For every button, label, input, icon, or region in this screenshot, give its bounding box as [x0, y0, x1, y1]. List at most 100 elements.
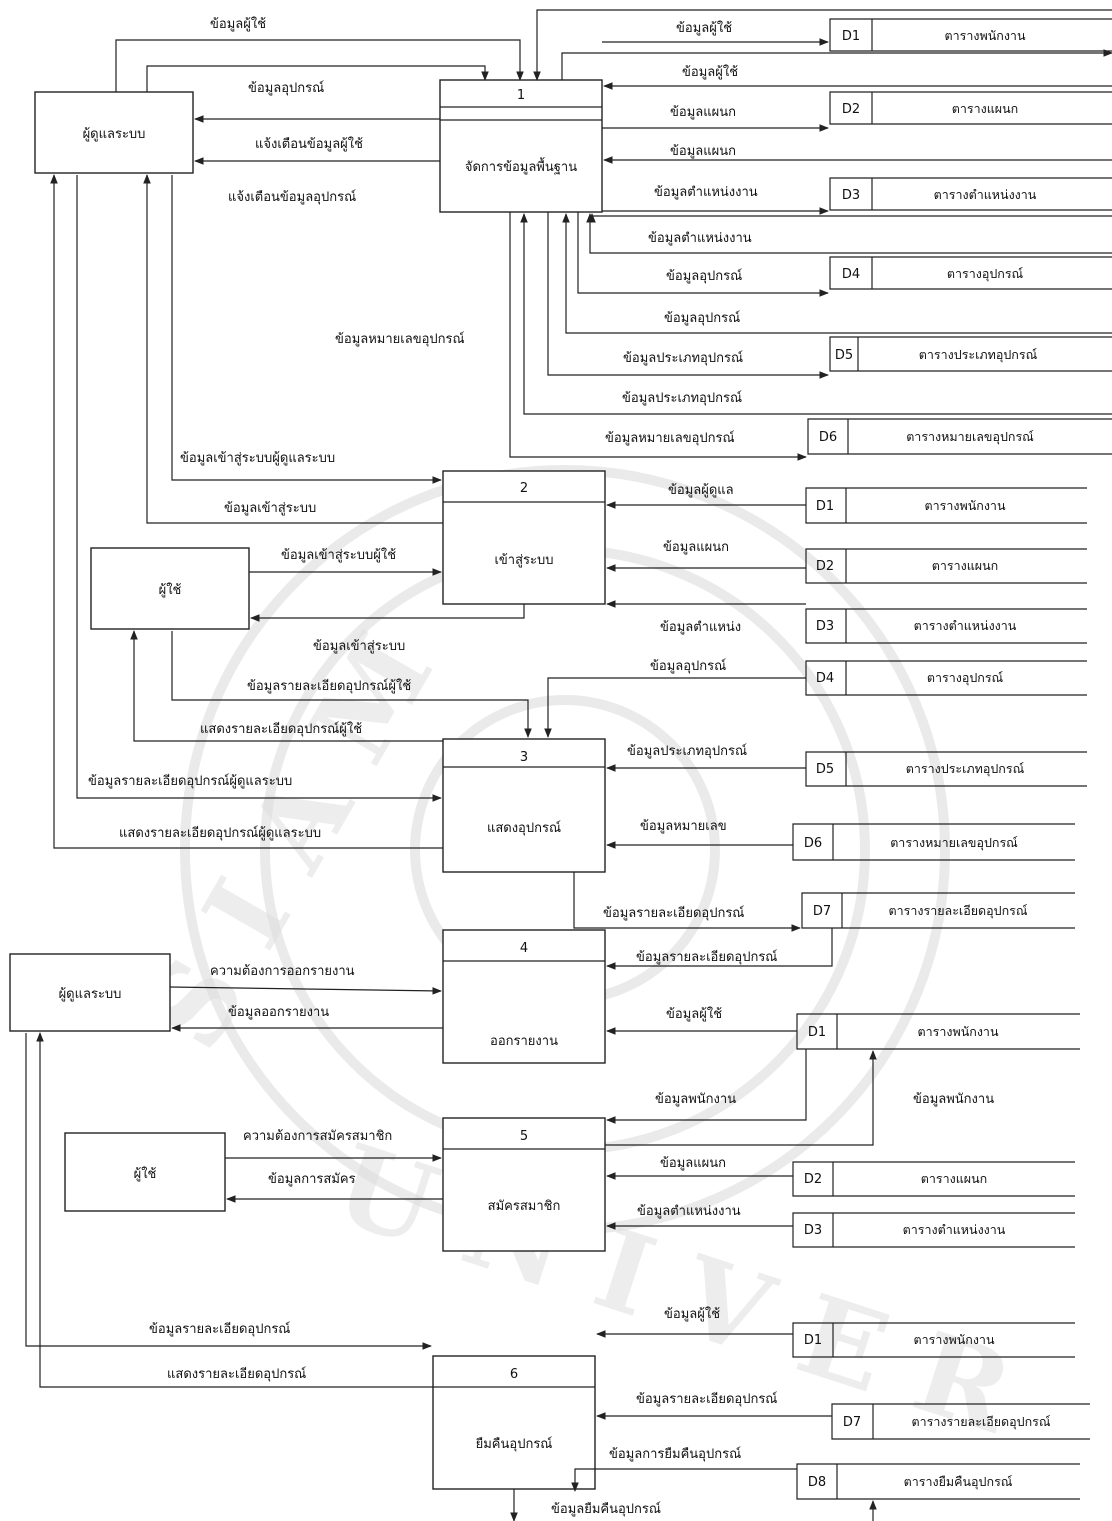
flow-d8-to-p6 [571, 1468, 797, 1492]
flow-d7-to-p6-label: ข้อมูลรายละเอียดอุปกรณ์ [636, 1391, 777, 1407]
flow-p1-to-d1 [561, 49, 1112, 80]
flow-p1-to-d6 [509, 212, 807, 461]
flow-d4-to-p1-label: ข้อมูลอุปกรณ์ [664, 310, 740, 326]
store-d2-b-name: ตารางแผนก [932, 558, 998, 573]
flow-d6-to-p3-label: ข้อมูลหมายเลข [640, 819, 727, 834]
flow-user-detail-out [130, 630, 443, 742]
flow-admin-device-data-label: ข้อมูลอุปกรณ์ [248, 80, 324, 96]
process-3-number: 3 [520, 750, 528, 765]
store-d1-b-name: ตารางพนักงาน [925, 498, 1006, 513]
store-d4-b-id: D4 [816, 671, 834, 686]
flow-report-request-label: ความต้องการออกรายงาน [210, 964, 355, 979]
store-d1-d-id: D1 [804, 1333, 822, 1348]
process-3-name: แสดงอุปกรณ์ [487, 820, 561, 836]
flow-d2-to-p2-label: ข้อมูลแผนก [663, 540, 729, 555]
store-d2-a-name: ตารางแผนก [952, 101, 1018, 116]
store-d4-b-name: ตารางอุปกรณ์ [927, 670, 1004, 686]
store-d2-a-id: D2 [842, 102, 860, 117]
store-d5-a-name: ตารางประเภทอุปกรณ์ [919, 347, 1038, 363]
store-d3-b-id: D3 [816, 619, 834, 634]
store-d1-b-id: D1 [816, 499, 834, 514]
store-d2-c-id: D2 [804, 1172, 822, 1187]
entity-user-top: ผู้ใช้ [90, 547, 250, 630]
flow-warn-device-label: แจ้งเตือนข้อมูลอุปกรณ์ [228, 189, 356, 205]
flow-user-detail-in [171, 631, 532, 738]
flow-user-detail-out-label: แสดงรายละเอียดอุปกรณ์ผู้ใช้ [200, 721, 362, 737]
store-d6-b-id: D6 [804, 836, 822, 851]
flow-warn-user-label: แจ้งเตือนข้อมูลผู้ใช้ [255, 136, 363, 152]
flow-p3-to-d7 [573, 872, 801, 932]
store-d2-a: D2 ตารางแผนก [829, 91, 1112, 125]
flow-p1-to-d2-label: ข้อมูลแผนก [670, 105, 736, 120]
store-d4-b: D4 ตารางอุปกรณ์ [805, 660, 1087, 696]
store-d6-a-id: D6 [819, 430, 837, 445]
store-d7-d-name: ตารางรายละเอียดอุปกรณ์ [912, 1414, 1051, 1430]
process-2: 2 เข้าสู่ระบบ [442, 470, 606, 605]
store-d4-a-name: ตารางอุปกรณ์ [947, 266, 1024, 282]
store-d5-b: D5 ตารางประเภทอุปกรณ์ [805, 751, 1087, 787]
store-d2-b: D2 ตารางแผนก [805, 548, 1087, 584]
process-6-name: ยืมคืนอุปกรณ์ [475, 1436, 552, 1452]
flow-p1-to-d1-label: ข้อมูลผู้ใช้ [682, 64, 738, 80]
entity-user-bottom: ผู้ใช้ [64, 1132, 226, 1212]
flow-user-login-in-label: ข้อมูลเข้าสู่ระบบผู้ใช้ [281, 547, 396, 563]
store-d2-c: D2 ตารางแผนก [792, 1161, 1075, 1197]
flow-d4-to-p1 [562, 213, 1112, 334]
store-d3-a-id: D3 [842, 188, 860, 203]
store-d1-c: D1 ตารางพนักงาน [796, 1013, 1080, 1050]
flow-d1-to-p5 [606, 1049, 807, 1124]
flow-p1-to-d6-label: ข้อมูลหมายเลขอุปกรณ์ [605, 430, 735, 446]
store-d7-b-name: ตารางรายละเอียดอุปกรณ์ [889, 903, 1028, 919]
flow-register-output-label: ข้อมูลการสมัคร [268, 1172, 356, 1187]
flow-p1-to-d4 [577, 212, 829, 297]
flow-admin-login-in-label: ข้อมูลเข้าสู่ระบบผู้ดูแลระบบ [180, 451, 335, 466]
store-d1-b: D1 ตารางพนักงาน [805, 487, 1087, 524]
store-d5-a: D5 ตารางประเภทอุปกรณ์ [829, 336, 1112, 372]
process-1: 1 จัดการข้อมูลพื้นฐาน [439, 79, 603, 213]
flow-p3-to-d7-label: ข้อมูลรายละเอียดอุปกรณ์ [603, 905, 744, 921]
flow-d7-to-p4 [606, 928, 833, 970]
flow-report-request [169, 986, 442, 995]
store-d3-c-id: D3 [804, 1223, 822, 1238]
store-d8-d-id: D8 [808, 1475, 826, 1490]
process-6-number: 6 [510, 1367, 518, 1382]
flow-p1-to-d5 [547, 212, 829, 379]
entity-admin-bottom-label: ผู้ดูแลระบบ [59, 987, 122, 1002]
store-d7-b-id: D7 [813, 904, 831, 919]
flow-admin-user-data [115, 39, 524, 92]
store-d1-c-name: ตารางพนักงาน [918, 1024, 999, 1039]
store-d1-a: D1 ตารางพนักงาน [829, 18, 1112, 52]
entity-admin-bottom: ผู้ดูแลระบบ [9, 953, 171, 1032]
flow-d8-to-p6-label: ข้อมูลการยืมคืนอุปกรณ์ [609, 1446, 741, 1462]
flow-user-detail-in-label: ข้อมูลรายละเอียดอุปกรณ์ผู้ใช้ [247, 678, 411, 694]
flow-d5-to-p1-label: ข้อมูลประเภทอุปกรณ์ [622, 390, 742, 406]
flow-d1-to-p5-label: ข้อมูลพนักงาน [655, 1092, 736, 1107]
flow-admin-detail-in [76, 175, 442, 802]
store-d4-a-id: D4 [842, 267, 860, 282]
flow-admin-detail-in-label: ข้อมูลรายละเอียดอุปกรณ์ผู้ดูแลระบบ [88, 773, 292, 789]
flow-d3-to-p1-b [586, 213, 1112, 254]
flow-d1-to-p1 [533, 9, 1112, 81]
flow-p1-to-d4-label: ข้อมูลอุปกรณ์ [666, 268, 742, 284]
store-d3-c-name: ตารางตำแหน่งงาน [903, 1222, 1006, 1237]
process-5-name: สมัครสมาชิก [488, 1199, 561, 1214]
flow-p1-to-d3-label: ข้อมูลตำแหน่งงาน [654, 185, 758, 200]
process-4-name: ออกรายงาน [490, 1034, 558, 1049]
flow-admin-p6-in-label: ข้อมูลรายละเอียดอุปกรณ์ [149, 1321, 290, 1337]
store-d3-a-name: ตารางตำแหน่งงาน [934, 187, 1037, 202]
flow-admin-p6-in [25, 1033, 432, 1350]
store-d6-b-name: ตารางหมายเลขอุปกรณ์ [890, 835, 1018, 851]
flow-p5-to-d1 [605, 1050, 877, 1146]
flow-admin-device-data [146, 65, 489, 92]
flow-admin-user-data-label: ข้อมูลผู้ใช้ [210, 16, 266, 32]
process-5-number: 5 [520, 1129, 528, 1144]
flow-d1-to-p1-label: ข้อมูลผู้ใช้ [676, 20, 732, 36]
flow-d3-to-p1 [588, 213, 1112, 223]
flow-d5-to-p1 [520, 213, 1112, 415]
store-d7-d-id: D7 [843, 1415, 861, 1430]
store-d7-b: D7 ตารางรายละเอียดอุปกรณ์ [801, 892, 1075, 929]
flow-register-request-label: ความต้องการสมัครสมาชิก [243, 1129, 392, 1144]
process-4: 4 ออกรายงาน [442, 929, 606, 1064]
process-1-number: 1 [517, 88, 525, 103]
